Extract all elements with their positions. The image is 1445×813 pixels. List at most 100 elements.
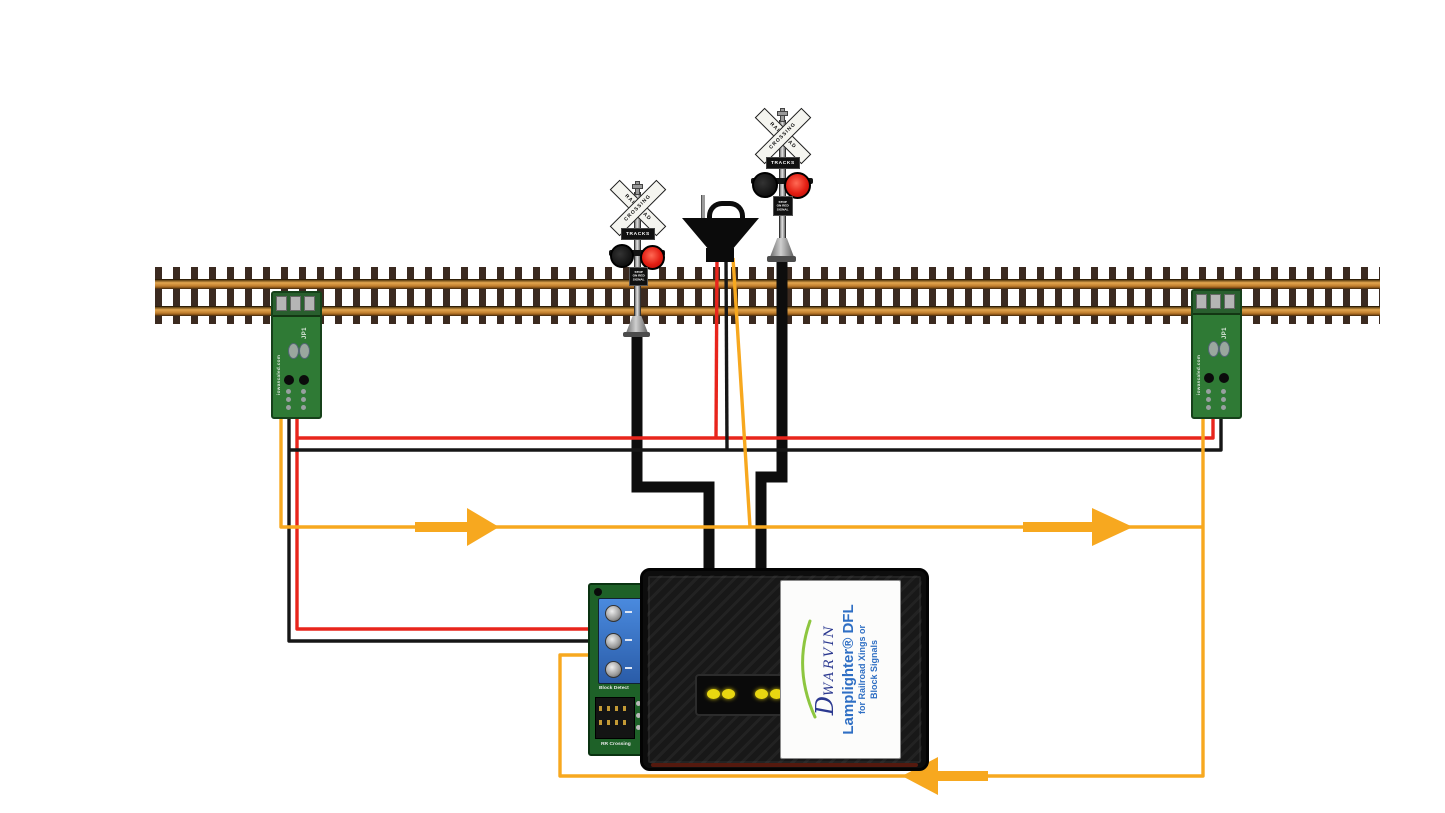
stop-on-red-sign: STOP ON RED SIGNAL — [773, 196, 793, 216]
solder-pad — [636, 701, 641, 706]
wire-black-sensor-bus — [289, 413, 1223, 452]
signal-lamp-off — [610, 244, 634, 268]
solder-pad — [1206, 397, 1211, 402]
status-led — [722, 689, 735, 699]
wire-black-left-sensor-to-controller — [287, 413, 591, 643]
pcb-label-rr-crossing: RR Crossing — [601, 741, 631, 747]
stop-sign-text: ON RED — [632, 274, 645, 278]
status-led — [755, 689, 768, 699]
bell-base — [706, 248, 734, 262]
wire-black-bell-drop — [724, 257, 729, 450]
solder-pad — [286, 397, 291, 402]
crossing-bell — [680, 195, 762, 265]
brand-swoosh — [800, 620, 817, 719]
wire-orange-return-to-controller — [558, 413, 1205, 778]
terminal-screw — [605, 633, 622, 650]
bell-handle — [707, 201, 745, 224]
solder-pad — [1221, 389, 1226, 394]
sensor-jp1-label: JP1 — [302, 327, 308, 339]
signal-base-plate — [767, 256, 796, 262]
tracks-sign-text: TRACKS — [626, 231, 650, 237]
rail-top — [155, 279, 1380, 289]
bell-striker-rod — [701, 195, 705, 219]
jumper-header — [595, 697, 635, 739]
terminal-mark — [625, 639, 632, 641]
pcb-label-block-detect: Block Detect — [599, 685, 629, 691]
stop-sign-text: SIGNAL — [632, 278, 645, 282]
signal-lamp-red — [640, 245, 665, 270]
tracks-sign: TRACKS — [766, 157, 800, 169]
solder-pad — [1221, 397, 1226, 402]
signal-light-bar — [609, 250, 665, 256]
rail-bottom — [155, 306, 1380, 316]
stop-sign-text: STOP — [778, 200, 788, 204]
terminal-screw — [605, 605, 622, 622]
ir-led — [1219, 373, 1229, 383]
solder-pad — [286, 389, 291, 394]
terminal-screw — [605, 661, 622, 678]
wire-red-sensor-bus — [297, 413, 1215, 440]
ir-led — [299, 375, 309, 385]
ir-led — [1204, 373, 1214, 383]
product-label: DWARVIN Lamplighter® DFL for Railroad Xi… — [780, 580, 901, 759]
sensor-header — [1193, 291, 1240, 315]
tracks-sign-text: TRACKS — [771, 160, 795, 166]
stop-on-red-sign: STOP ON RED SIGNAL — [629, 267, 648, 286]
brand-initial: D — [810, 696, 839, 716]
solder-pad — [301, 397, 306, 402]
wire-orange-sensor-bus — [279, 416, 1203, 529]
solder-pad — [286, 405, 291, 410]
sensor-site-label: iowascaled.com — [1197, 354, 1202, 395]
header-pins — [599, 720, 629, 725]
status-led — [707, 689, 720, 699]
flow-arrow-right-1 — [415, 508, 499, 546]
signal-light-bar — [751, 178, 813, 184]
signal-lamp-red — [784, 172, 811, 199]
screw-terminal-block — [598, 598, 644, 684]
cable-right-signal-to-controller — [755, 252, 788, 573]
sensor-pad — [290, 296, 301, 311]
signal-base — [626, 316, 648, 333]
solder-pad — [636, 713, 641, 718]
flow-arrow-right-2 — [1023, 508, 1133, 546]
stop-sign-text: ON RED — [776, 204, 790, 208]
bell-body — [682, 218, 759, 249]
sensor-pad — [1210, 294, 1221, 309]
sensor-jp1-label: JP1 — [1222, 327, 1228, 339]
solder-pad — [301, 389, 306, 394]
product-tagline: for Railroad Xings or Block Signals — [857, 625, 880, 714]
signal-lamp-off — [752, 172, 778, 198]
sensor-pad-oval — [299, 343, 310, 359]
sensor-pad — [1224, 294, 1235, 309]
solder-pad — [301, 405, 306, 410]
solder-pad — [1206, 405, 1211, 410]
sensor-pad — [1196, 294, 1207, 309]
ir-sensor-board-left: JP1 iowascaled.com — [271, 291, 322, 419]
header-pins — [599, 706, 629, 711]
sensor-pad — [304, 296, 315, 311]
crossing-signal-right: RAILROAD CROSSING TRACKS STOP ON RED SIG… — [745, 106, 825, 271]
model-track — [155, 267, 1380, 324]
ir-led — [284, 375, 294, 385]
wire-orange-bell-drop — [731, 257, 752, 528]
sensor-pad — [276, 296, 287, 311]
sensor-pad-oval — [288, 343, 299, 359]
sensor-header — [273, 293, 320, 317]
solder-pad — [636, 725, 641, 730]
signal-finial — [632, 184, 643, 189]
product-name: Lamplighter® DFL — [839, 604, 857, 735]
dfl-controller-case: DWARVIN Lamplighter® DFL for Railroad Xi… — [640, 568, 929, 771]
sensor-pad-oval — [1219, 341, 1230, 357]
brand-wordmark: DWARVIN — [810, 623, 839, 716]
tracks-sign: TRACKS — [621, 228, 655, 240]
stop-sign-text: SIGNAL — [777, 207, 789, 211]
terminal-mark — [625, 611, 632, 613]
signal-base-plate — [623, 332, 650, 337]
signal-finial — [777, 111, 788, 116]
wire-red-bell-drop — [714, 257, 719, 439]
tagline-line: for Railroad Xings or — [856, 625, 867, 715]
status-led — [770, 689, 783, 699]
brand-rest: WARVIN — [821, 623, 837, 697]
